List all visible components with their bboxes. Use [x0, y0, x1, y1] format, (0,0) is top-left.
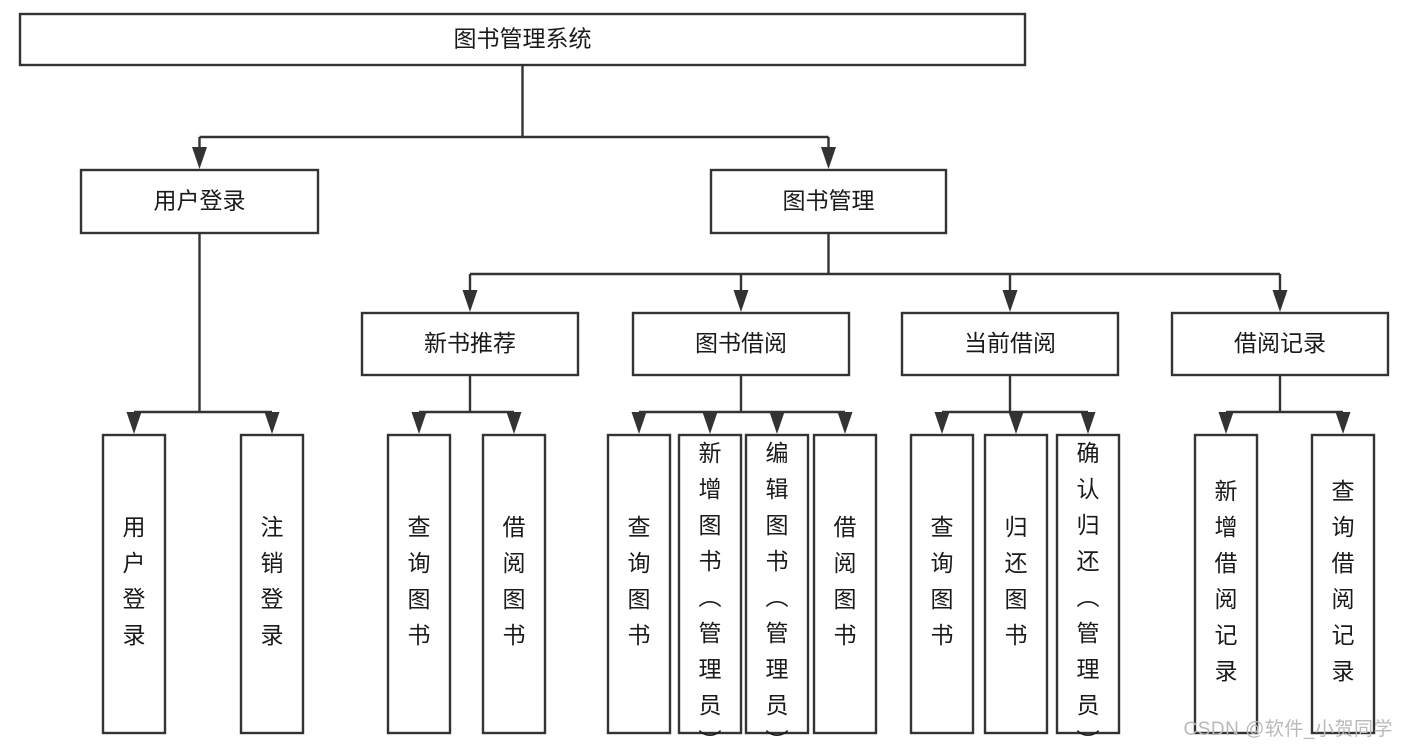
node-box [1170, 311, 1390, 377]
connector-layer [126, 65, 1351, 434]
node-leaf_b_book_1[interactable]: 借阅图书 [481, 433, 547, 735]
node-user_login[interactable]: 用户登录 [79, 168, 320, 235]
arrow-head-icon [1080, 412, 1096, 434]
node-label: 查询图书 [628, 514, 651, 648]
node-label: 借阅记录 [1234, 330, 1326, 356]
node-box [812, 433, 878, 735]
node-label: 新增借阅记录 [1215, 478, 1238, 684]
node-label: 用户登录 [123, 514, 146, 648]
node-box [481, 433, 547, 735]
node-leaf_b_book_2[interactable]: 借阅图书 [812, 433, 878, 735]
arrow-head-icon [821, 147, 836, 169]
arrow-head-icon [934, 412, 950, 434]
node-box [677, 433, 743, 735]
node-label: 当前借阅 [964, 330, 1056, 356]
node-label: 确认归还︵管理员︶ [1077, 440, 1100, 747]
node-root[interactable]: 图书管理系统 [18, 12, 1027, 67]
node-leaf_user_login[interactable]: 用户登录 [101, 433, 167, 735]
node-label: 借阅图书 [503, 514, 526, 648]
arrow-head-icon [733, 290, 749, 312]
node-borrow_log[interactable]: 借阅记录 [1170, 311, 1390, 377]
arrow-head-icon [769, 412, 785, 434]
arrow-head-icon [264, 412, 280, 434]
arrow-head-icon [1008, 412, 1024, 434]
node-label: 查询借阅记录 [1332, 478, 1355, 684]
arrow-head-icon [1335, 412, 1351, 434]
node-box [1310, 433, 1376, 735]
node-box [709, 168, 948, 235]
arrow-head-icon [631, 412, 647, 434]
node-box [606, 433, 672, 735]
arrow-head-icon [411, 412, 427, 434]
node-box [18, 12, 1027, 67]
node-leaf_confirm_ret[interactable]: 确认归还︵管理员︶ [1055, 433, 1121, 747]
node-label: 新增图书︵管理员︶ [699, 440, 722, 747]
node-box [360, 311, 580, 377]
node-box [900, 311, 1120, 377]
node-leaf_q_book_3[interactable]: 查询图书 [909, 433, 975, 735]
node-box [101, 433, 167, 735]
node-box [239, 433, 305, 735]
node-box [1055, 433, 1121, 735]
node-layer: 图书管理系统用户登录图书管理新书推荐图书借阅当前借阅借阅记录用户登录注销登录查询… [18, 12, 1390, 747]
node-leaf_return_book[interactable]: 归还图书 [983, 433, 1049, 735]
node-book_borrow[interactable]: 图书借阅 [631, 311, 851, 377]
node-label: 图书借阅 [695, 330, 787, 356]
node-box [983, 433, 1049, 735]
node-label: 新书推荐 [424, 330, 516, 356]
node-new_book_rec[interactable]: 新书推荐 [360, 311, 580, 377]
node-leaf_query_log[interactable]: 查询借阅记录 [1310, 433, 1376, 735]
node-leaf_edit_book[interactable]: 编辑图书︵管理员︶ [744, 433, 810, 747]
node-label: 编辑图书︵管理员︶ [766, 440, 789, 747]
node-label: 查询图书 [931, 514, 954, 648]
node-leaf_q_book_1[interactable]: 查询图书 [386, 433, 452, 735]
node-label: 归还图书 [1005, 514, 1028, 648]
node-leaf_add_book[interactable]: 新增图书︵管理员︶ [677, 433, 743, 747]
node-label: 图书管理系统 [454, 26, 592, 52]
node-box [1193, 433, 1259, 735]
arrow-head-icon [1272, 290, 1288, 312]
arrow-head-icon [1218, 412, 1234, 434]
arrow-head-icon [1002, 290, 1018, 312]
node-box [909, 433, 975, 735]
node-book_mgmt[interactable]: 图书管理 [709, 168, 948, 235]
arrow-head-icon [837, 412, 853, 434]
node-box [79, 168, 320, 235]
node-box [631, 311, 851, 377]
arrow-head-icon [126, 412, 142, 434]
arrow-head-icon [462, 290, 478, 312]
node-label: 用户登录 [154, 188, 246, 214]
node-label: 注销登录 [261, 514, 284, 648]
node-box [386, 433, 452, 735]
node-label: 借阅图书 [834, 514, 857, 648]
arrow-head-icon [192, 147, 207, 169]
arrow-head-icon [506, 412, 522, 434]
node-leaf_user_logout[interactable]: 注销登录 [239, 433, 305, 735]
node-label: 图书管理 [783, 188, 875, 214]
node-cur_borrow[interactable]: 当前借阅 [900, 311, 1120, 377]
arrow-head-icon [702, 412, 718, 434]
node-box [744, 433, 810, 735]
node-label: 查询图书 [408, 514, 431, 648]
node-leaf_q_book_2[interactable]: 查询图书 [606, 433, 672, 735]
node-leaf_add_log[interactable]: 新增借阅记录 [1193, 433, 1259, 735]
